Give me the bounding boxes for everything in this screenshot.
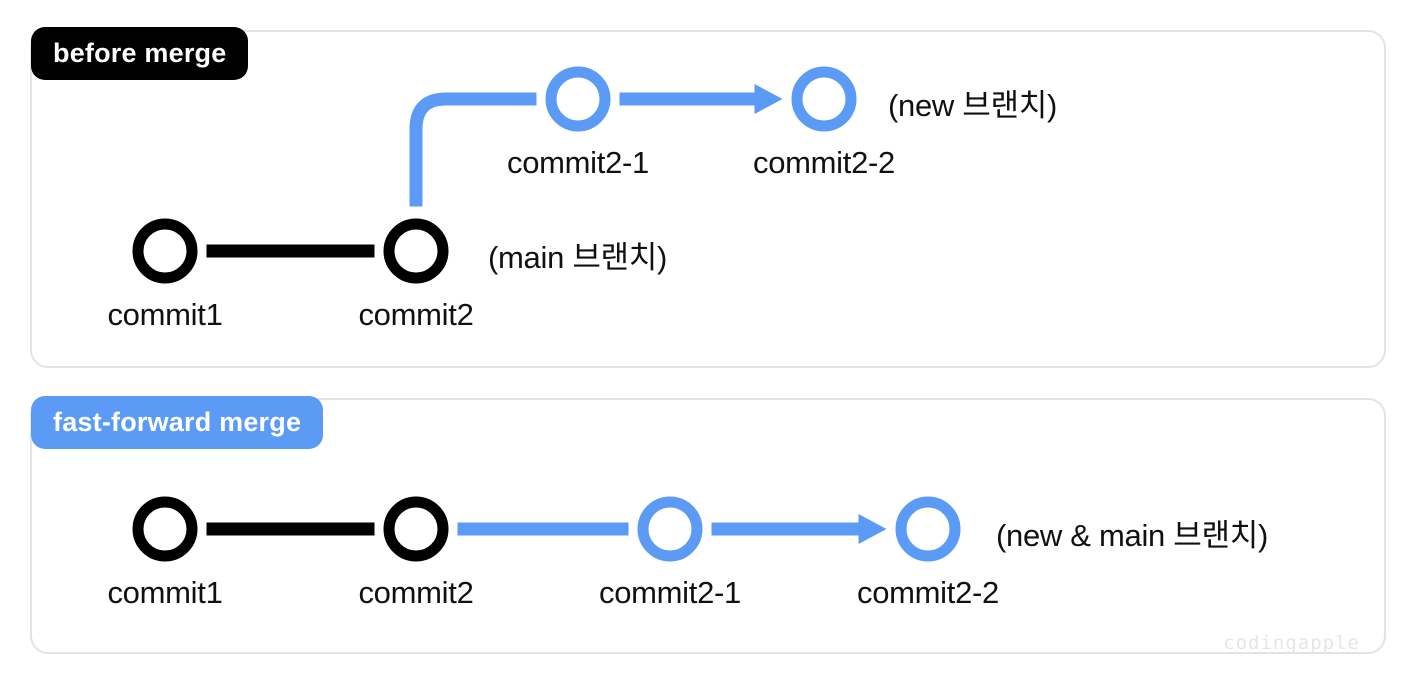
commit-label-commit1: commit1 (107, 297, 223, 332)
commit-label-commit2-1: commit2-1 (599, 575, 741, 610)
commit-label-commit2-2: commit2-2 (857, 575, 999, 610)
branch-label-new-and-main: (new & main 브랜치) (996, 518, 1268, 553)
badge-before-merge: before merge (31, 27, 249, 80)
commit-label-commit2-1: commit2-1 (507, 145, 649, 180)
panel-before-merge (30, 30, 1386, 368)
commit-label-commit2-2: commit2-2 (753, 145, 895, 180)
branch-label-new: (new 브랜치) (888, 88, 1057, 123)
badge-fast-forward-merge: fast-forward merge (31, 396, 324, 449)
commit-label-commit2: commit2 (358, 297, 474, 332)
commit-label-commit1: commit1 (107, 575, 223, 610)
watermark: codingapple (1223, 632, 1360, 654)
branch-label-main: (main 브랜치) (488, 240, 668, 275)
commit-label-commit2: commit2 (358, 575, 474, 610)
